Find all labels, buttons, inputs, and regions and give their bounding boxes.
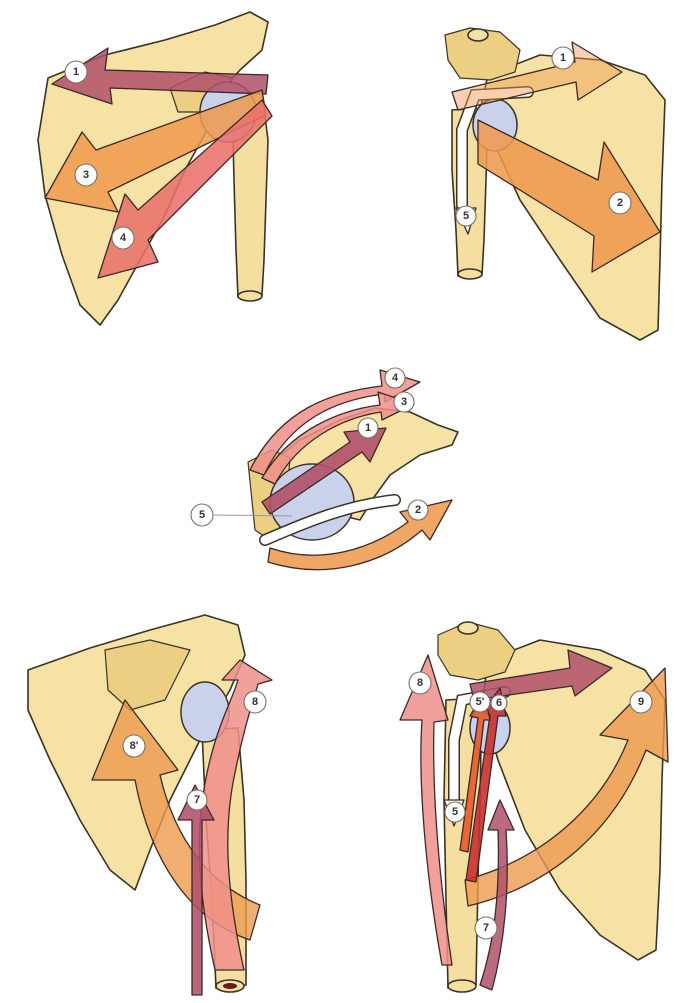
svg-text:1: 1 [365, 422, 371, 434]
panel-bottom-right: 8 5' 6 5 9 7 [400, 622, 668, 992]
svg-text:1: 1 [73, 66, 79, 78]
svg-text:7: 7 [483, 922, 489, 934]
svg-text:3: 3 [401, 396, 407, 408]
badge-tl-4: 4 [112, 227, 134, 249]
badge-mid-1: 1 [358, 418, 378, 438]
svg-text:8: 8 [417, 677, 423, 689]
svg-text:8': 8' [130, 740, 139, 752]
panel-middle: 4 3 1 2 5 [191, 368, 458, 570]
badge-tl-1: 1 [65, 61, 87, 83]
svg-text:2: 2 [415, 504, 421, 516]
badge-mid-4: 4 [385, 368, 405, 388]
svg-text:5: 5 [463, 210, 469, 222]
svg-text:6: 6 [496, 697, 502, 709]
svg-text:7: 7 [194, 794, 200, 806]
badge-br-5: 5 [445, 802, 465, 822]
badge-br-8: 8 [409, 672, 431, 694]
humerus-end-tl [238, 291, 262, 301]
acromion-tip-br [458, 622, 478, 634]
acromion-tip-tr [468, 29, 488, 41]
svg-text:5: 5 [452, 806, 458, 818]
badge-tr-2: 2 [609, 192, 631, 214]
svg-text:4: 4 [392, 372, 399, 384]
svg-text:4: 4 [120, 232, 127, 244]
badge-mid-3: 3 [394, 392, 414, 412]
humerus-end-br [448, 980, 476, 992]
panel-top-left: 1 3 4 [38, 12, 272, 325]
badge-br-7: 7 [475, 917, 497, 939]
humerus-end-tr [458, 269, 482, 279]
svg-text:5': 5' [476, 696, 485, 708]
svg-text:2: 2 [617, 197, 623, 209]
svg-text:1: 1 [560, 52, 566, 64]
humerus-canal-bl [223, 983, 237, 989]
badge-tr-1: 1 [552, 47, 574, 69]
panel-top-right: 1 2 5 [445, 28, 665, 340]
badge-br-6: 6 [491, 695, 507, 711]
badge-bl-8: 8 [244, 691, 266, 713]
svg-text:5: 5 [199, 509, 205, 521]
badge-br-5prime: 5' [470, 692, 490, 712]
badge-br-9: 9 [630, 691, 652, 713]
badge-mid-2: 2 [408, 500, 428, 520]
badge-tr-5: 5 [456, 206, 476, 226]
badge-mid-5: 5 [191, 504, 213, 526]
panel-bottom-left: 8 8' 7 [28, 615, 272, 995]
badge-bl-8prime: 8' [123, 735, 145, 757]
svg-text:3: 3 [83, 169, 89, 181]
svg-text:8: 8 [252, 696, 258, 708]
svg-text:9: 9 [638, 696, 644, 708]
badge-bl-7: 7 [187, 790, 207, 810]
badge-tl-3: 3 [75, 164, 97, 186]
